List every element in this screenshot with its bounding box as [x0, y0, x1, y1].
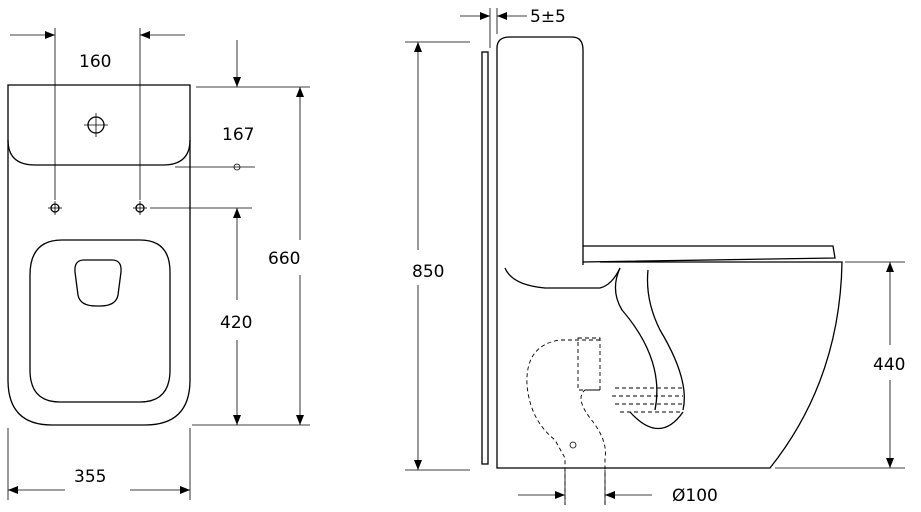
tank-side [496, 36, 584, 265]
bowl-rim [504, 267, 621, 289]
dim-355-label: 355 [74, 467, 106, 487]
trapway [614, 267, 685, 429]
dim-660-label: 660 [268, 249, 300, 269]
side-view: 5±5 850 440 Ø100 [405, 7, 905, 506]
top-view: 160 167 660 420 355 [7, 28, 310, 500]
wall [481, 51, 489, 465]
fixing-hole-left-icon [48, 201, 62, 215]
dim-167-label: 167 [222, 125, 254, 145]
seat-opening [74, 259, 122, 307]
dim-outlet-label: Ø100 [672, 486, 718, 506]
outlet-connector-dashed [577, 337, 601, 391]
tank-outline [7, 139, 191, 166]
seat-lid [582, 245, 836, 263]
dim-420-label: 420 [220, 313, 252, 333]
outlet-pipe-dashed [526, 339, 606, 505]
dim-440-label: 440 [873, 355, 905, 375]
tap-hole-icon [84, 113, 108, 137]
water-level-hatching [612, 387, 683, 413]
dim-850-label: 850 [412, 262, 444, 282]
top-view-outline [7, 84, 191, 426]
dim-wall-gap-label: 5±5 [530, 7, 566, 27]
dim-160-label: 160 [79, 52, 111, 72]
fixing-hole-right-icon [133, 201, 147, 215]
bowl-side [496, 261, 843, 469]
bowl-outline [29, 239, 171, 403]
